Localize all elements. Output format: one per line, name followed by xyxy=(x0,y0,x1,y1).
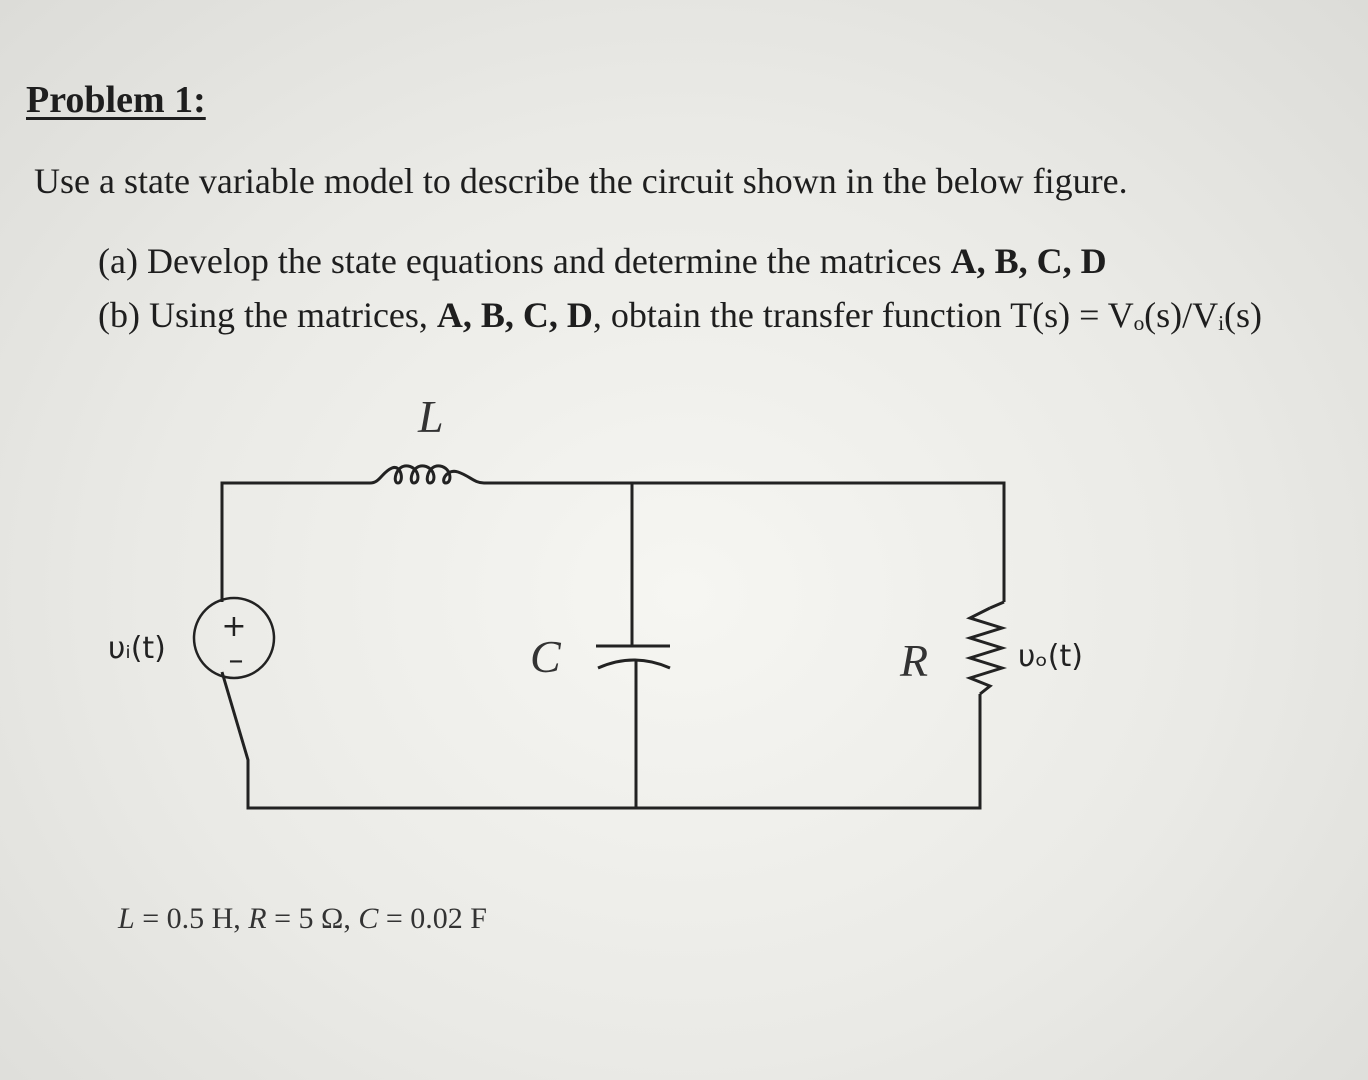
wire-res-top xyxy=(989,600,1005,610)
wire-left-bottom xyxy=(220,671,636,810)
source-minus-sign: – xyxy=(229,643,244,678)
part-a-matrices: A, B, C, D xyxy=(950,241,1107,281)
wire-top xyxy=(484,481,1006,602)
capacitor-label: C xyxy=(530,631,562,682)
problem-intro: Use a state variable model to describe t… xyxy=(34,161,1128,201)
value-c: = 0.02 F xyxy=(378,902,487,935)
part-b-matrices: A, B, C, D xyxy=(436,295,593,335)
value-l-symbol: L xyxy=(118,902,135,935)
part-b: (b) Using the matrices, A, B, C, D, obta… xyxy=(98,288,1262,342)
circuit-diagram: L C R + – υᵢ(t) υₒ(t) xyxy=(108,391,1083,810)
part-a-text: (a) Develop the state equations and dete… xyxy=(98,241,951,281)
part-b-prefix: (b) Using the matrices, xyxy=(98,295,437,335)
resistor-symbol xyxy=(964,606,1008,696)
part-a: (a) Develop the state equations and dete… xyxy=(98,234,1262,288)
part-b-suffix: , obtain the transfer function T(s) = Vₒ… xyxy=(592,295,1262,335)
value-r-symbol: R xyxy=(248,902,267,935)
value-c-symbol: C xyxy=(358,902,379,935)
value-r: = 5 Ω, xyxy=(266,902,359,935)
source-voltage-label: υᵢ(t) xyxy=(108,631,166,666)
source-plus-sign: + xyxy=(221,609,246,644)
wire-left-top xyxy=(220,481,370,602)
voltage-source-symbol: + – xyxy=(192,596,276,680)
problem-title: Problem 1: xyxy=(26,79,206,121)
component-values: L = 0.5 H, R = 5 Ω, C = 0.02 F xyxy=(118,902,487,936)
inductor-label: L xyxy=(417,391,444,442)
inductor-symbol xyxy=(369,464,485,485)
output-voltage-label: υₒ(t) xyxy=(1018,639,1083,674)
value-l: = 0.5 H, xyxy=(134,902,249,935)
capacitor-symbol xyxy=(596,644,671,670)
wire-bottom xyxy=(636,694,982,810)
problem-parts: (a) Develop the state equations and dete… xyxy=(98,234,1262,342)
resistor-label: R xyxy=(899,635,928,686)
